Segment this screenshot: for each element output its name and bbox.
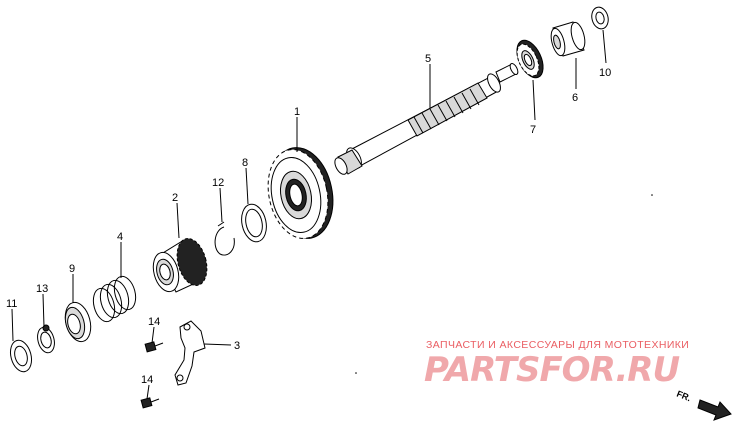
callout-6: 6 xyxy=(572,92,578,104)
part-3-bracket[interactable] xyxy=(174,320,206,386)
callout-11: 11 xyxy=(6,298,17,310)
callout-14-upper: 14 xyxy=(148,316,160,328)
part-12-snap-ring[interactable] xyxy=(214,221,235,256)
callout-13: 13 xyxy=(36,283,48,295)
watermark-brand: PARTSFOR.RU xyxy=(424,350,679,390)
part-14-bolt-lower[interactable] xyxy=(140,397,160,409)
part-6-collar[interactable] xyxy=(549,21,588,57)
part-11-washer[interactable] xyxy=(7,338,35,374)
callout-5: 5 xyxy=(425,53,431,65)
callout-12: 12 xyxy=(212,177,224,189)
callout-10: 10 xyxy=(599,67,611,79)
callout-4: 4 xyxy=(117,231,123,243)
callout-8: 8 xyxy=(242,157,248,169)
part-8-washer[interactable] xyxy=(238,202,269,244)
part-7-gear[interactable] xyxy=(512,36,549,82)
callout-14-lower: 14 xyxy=(141,374,153,386)
part-5-mainshaft[interactable] xyxy=(332,62,519,176)
part-2-hub[interactable] xyxy=(149,235,212,294)
callout-2: 2 xyxy=(172,192,178,204)
direction-label: FR. xyxy=(675,389,692,404)
callout-9: 9 xyxy=(69,263,75,275)
part-9-washer[interactable] xyxy=(61,300,95,345)
front-direction-arrow: FR. xyxy=(675,389,732,421)
part-1-gear[interactable] xyxy=(260,142,341,244)
part-4-spring[interactable] xyxy=(90,274,139,324)
part-13-retainer[interactable] xyxy=(35,324,57,355)
callout-3: 3 xyxy=(234,340,240,352)
callout-1: 1 xyxy=(294,106,300,118)
callout-7: 7 xyxy=(530,124,536,136)
part-10-washer[interactable] xyxy=(589,5,610,30)
watermark-tagline: ЗАПЧАСТИ И АКСЕССУАРЫ ДЛЯ МОТОТЕХНИКИ xyxy=(426,339,689,351)
part-14-bolt-upper[interactable] xyxy=(144,341,164,353)
